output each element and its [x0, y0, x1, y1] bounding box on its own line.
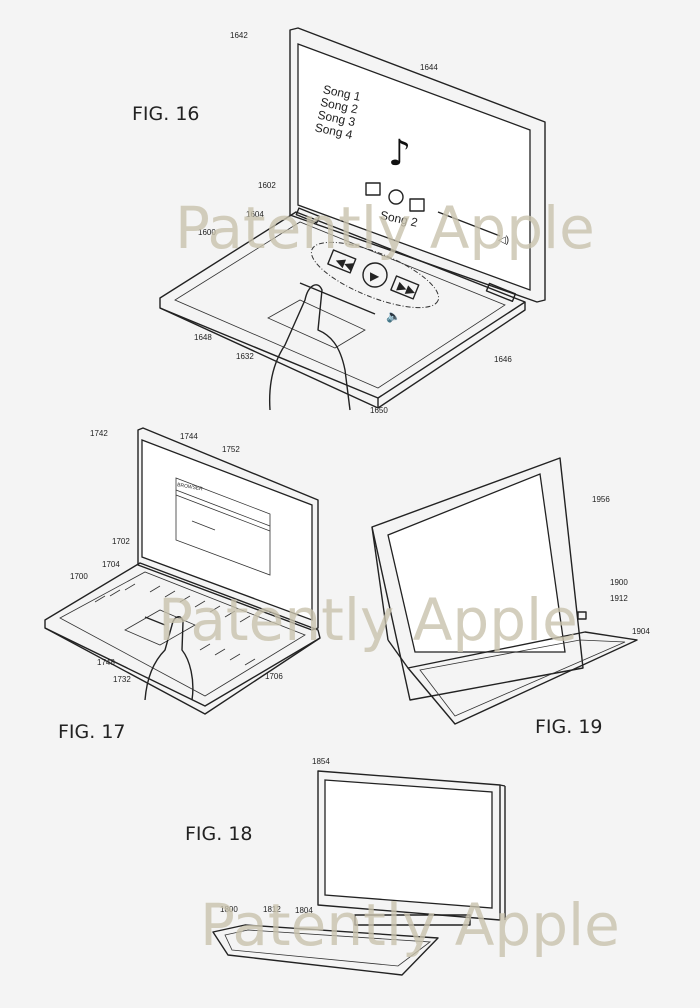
- fig17-browser-window: [175, 477, 271, 576]
- fig16-play-button: [362, 262, 388, 288]
- ref-label: 1706: [265, 672, 283, 681]
- ref-label: 1748: [97, 658, 115, 667]
- watermark: Patently Apple: [175, 194, 595, 262]
- ref-label: 1632: [236, 352, 254, 361]
- svg-text:◀◀: ◀◀: [333, 253, 356, 273]
- fig16-scrub-slider: [299, 282, 376, 315]
- fig16-volume-icon: 🔈: [386, 309, 401, 323]
- fig16-screen-prev-icon: [365, 182, 381, 196]
- ref-label: 1702: [112, 537, 130, 546]
- ref-label: 1600: [198, 228, 216, 237]
- fig19-tablet: [371, 457, 584, 701]
- fig17-trackpad: [124, 609, 196, 646]
- ref-label: 1912: [610, 594, 628, 603]
- fig16-screen-volume-icon: ◁): [498, 235, 509, 246]
- watermark: Patently Apple: [158, 586, 578, 654]
- fig16-screen-play-icon: [388, 189, 404, 205]
- svg-text:▶▶: ▶▶: [396, 279, 419, 299]
- ref-label: 1812: [263, 905, 281, 914]
- fig19-keyboard-cover: [407, 631, 638, 725]
- ref-label: 1700: [70, 572, 88, 581]
- fig16-rewind-button: [327, 249, 357, 274]
- ref-label: 1854: [312, 757, 330, 766]
- fig17-keyboard: [94, 583, 256, 666]
- ref-label: 1804: [295, 906, 313, 915]
- fig16-laptop: ◀◀ ▶ ▶▶ 🔈 Song 1 Song 2 Song 3 Song 4 ♪ …: [159, 27, 546, 411]
- watermark: Patently Apple: [200, 891, 620, 959]
- fig18-desktop: [212, 770, 506, 976]
- fig19-tablet-stand: [371, 457, 638, 725]
- ref-label: 1800: [220, 905, 238, 914]
- ref-label: 1956: [592, 495, 610, 504]
- fig18-keyboard: [212, 924, 439, 976]
- fig19-sensor: [577, 611, 587, 620]
- fig16-screen-next-icon: [409, 198, 425, 212]
- fig16-base: [159, 211, 526, 399]
- fig17-browser-title: BROWSER: [177, 482, 204, 492]
- ref-label: 1644: [420, 63, 438, 72]
- ref-label: 1744: [180, 432, 198, 441]
- fig16-title: FIG. 16: [132, 103, 200, 125]
- fig16-forward-button: [390, 275, 420, 300]
- ref-label: 1602: [258, 181, 276, 190]
- fig19-title: FIG. 19: [535, 716, 603, 738]
- ref-label: 1904: [632, 627, 650, 636]
- ref-label: 1642: [230, 31, 248, 40]
- fig16-touch-surface: [174, 221, 506, 389]
- ref-label: 1742: [90, 429, 108, 438]
- fig16-screen: [297, 43, 531, 291]
- ref-label: 1732: [113, 675, 131, 684]
- ref-label: 1704: [102, 560, 120, 569]
- fig17-title: FIG. 17: [58, 721, 126, 743]
- ref-label: 1648: [194, 333, 212, 342]
- fig16-media-controls-region: [310, 241, 440, 309]
- ref-label: 1752: [222, 445, 240, 454]
- fig18-monitor: [317, 770, 501, 921]
- ref-label: 1650: [370, 406, 388, 415]
- fig17-laptop: BROWSER: [44, 427, 321, 715]
- ref-label: 1646: [494, 355, 512, 364]
- ref-label: 1900: [610, 578, 628, 587]
- svg-text:▶: ▶: [370, 269, 380, 283]
- ref-label: 1604: [246, 210, 264, 219]
- music-note-icon: ♪: [388, 133, 411, 174]
- fig16-hand: [268, 284, 351, 411]
- fig18-title: FIG. 18: [185, 823, 253, 845]
